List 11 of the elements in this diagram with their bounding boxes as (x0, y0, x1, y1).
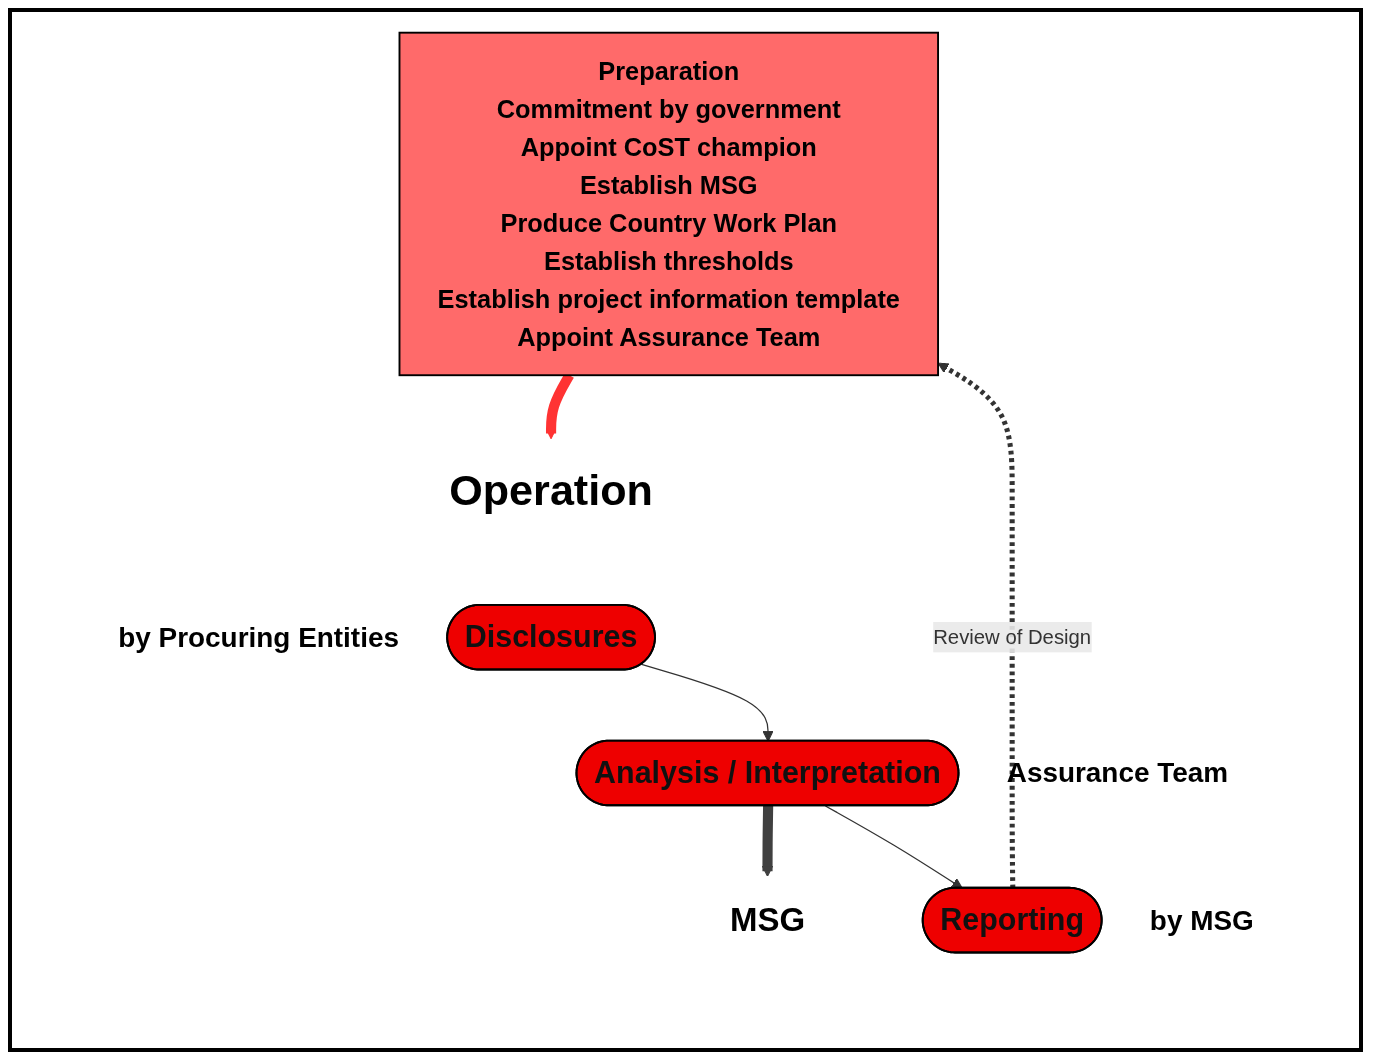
arrow (937, 362, 1015, 889)
arrow (824, 805, 963, 889)
node-label: Assurance Team (1006, 757, 1228, 789)
node-box: Preparation Commitment by government Appoint CoST champion Establish MSG Produce Country Work Plan Establish thresholds Establish project information template Appoint Assurance Team (398, 31, 939, 377)
node-text: Operation (448, 465, 653, 514)
node-label: by MSG (1149, 904, 1254, 936)
edge-label: Review of Design (932, 625, 1091, 648)
node-text: MSG (729, 900, 805, 939)
arrow (640, 663, 774, 742)
node-label: by Procuring Entities (117, 621, 399, 654)
arrow (761, 805, 773, 877)
